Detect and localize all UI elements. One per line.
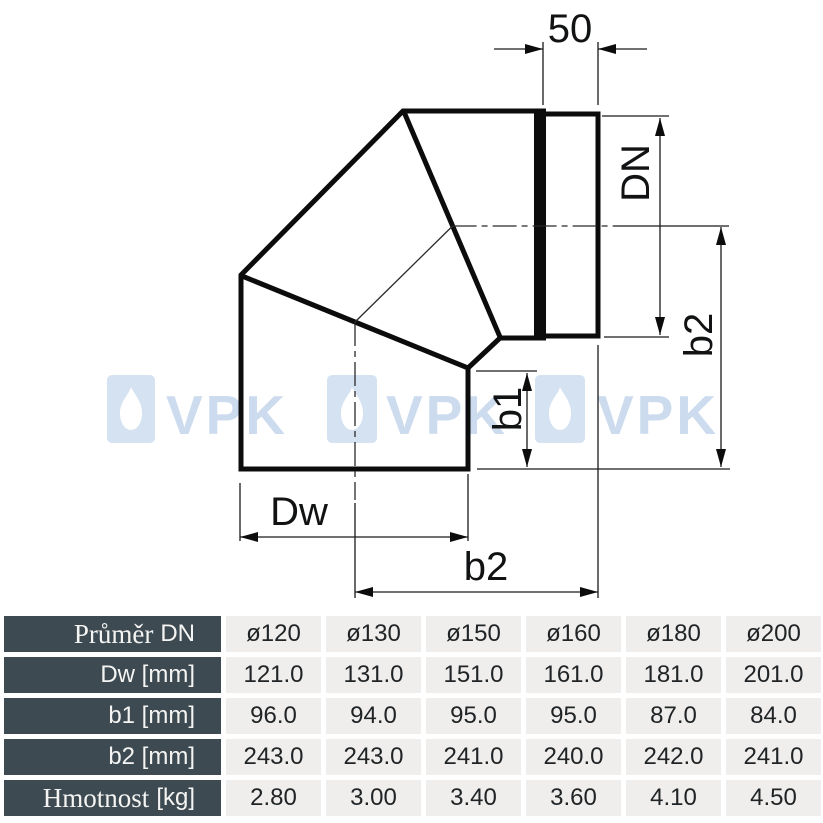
- watermark-text: VPK: [166, 384, 288, 446]
- table-cell: 87.0: [626, 698, 721, 734]
- flame-logo: [535, 375, 585, 443]
- table-cell: 95.0: [526, 698, 621, 734]
- seam-line-upper: [400, 108, 504, 341]
- row-label-hmotnost: Hmotnost [kg]: [4, 780, 221, 816]
- table-cell: 161.0: [526, 657, 621, 693]
- miter-centerline: [354, 225, 454, 323]
- spec-table: Průměr DN ø120 ø130 ø150 ø160 ø180 ø200 …: [4, 616, 821, 816]
- elbow-flange-bar: [534, 108, 546, 341]
- table-cell: ø150: [426, 616, 521, 652]
- row-label-dw: Dw [mm]: [4, 657, 221, 693]
- flame-logo: [107, 375, 155, 443]
- row-label-b1: b1 [mm]: [4, 698, 221, 734]
- table-cell: 3.40: [426, 780, 521, 816]
- watermark-row: VPK VPK VPK: [107, 375, 719, 446]
- table-cell: 241.0: [726, 739, 821, 775]
- table-cell: 181.0: [626, 657, 721, 693]
- elbow-socket-outline: [543, 111, 601, 339]
- dim-label-b1: b1: [486, 387, 530, 432]
- watermark-text: VPK: [597, 384, 719, 446]
- dim-label-b2-vertical: b2: [677, 313, 721, 358]
- row-label-prumer-dn: Průměr DN: [4, 616, 221, 652]
- row-label-b2: b2 [mm]: [4, 739, 221, 775]
- dim-label-dw: Dw: [270, 490, 328, 534]
- table-cell: 243.0: [226, 739, 321, 775]
- dim-label-socket-length: 50: [548, 7, 593, 51]
- table-cell: 4.10: [626, 780, 721, 816]
- table-cell: 4.50: [726, 780, 821, 816]
- elbow-body-outline: [238, 108, 539, 472]
- dimension-arrowheads: [240, 44, 726, 597]
- table-cell: ø180: [626, 616, 721, 652]
- row-label-text: Průměr: [73, 618, 154, 649]
- flame-logo: [327, 375, 377, 443]
- row-label-unit: b1 [mm]: [108, 702, 195, 729]
- table-cell: 243.0: [326, 739, 421, 775]
- row-label-unit: DN: [160, 620, 195, 647]
- table-cell: 95.0: [426, 698, 521, 734]
- elbow-technical-drawing: VPK VPK VPK: [107, 7, 730, 598]
- table-cell: 3.00: [326, 780, 421, 816]
- table-cell: ø160: [526, 616, 621, 652]
- table-cell: ø200: [726, 616, 821, 652]
- centerlines: [354, 225, 614, 500]
- table-cell: 2.80: [226, 780, 321, 816]
- table-cell: 201.0: [726, 657, 821, 693]
- table-cell: ø130: [326, 616, 421, 652]
- table-cell: ø120: [226, 616, 321, 652]
- table-cell: 240.0: [526, 739, 621, 775]
- table-cell: 96.0: [226, 698, 321, 734]
- row-label-unit: [kg]: [156, 784, 195, 811]
- table-cell: 84.0: [726, 698, 821, 734]
- table-cell: 94.0: [326, 698, 421, 734]
- row-label-unit: b2 [mm]: [108, 743, 195, 770]
- elbow-outline: [238, 108, 601, 472]
- table-cell: 151.0: [426, 657, 521, 693]
- row-label-text: Hmotnost: [42, 782, 150, 813]
- dim-label-b2-horizontal: b2: [464, 545, 509, 589]
- row-label-unit: Dw [mm]: [100, 661, 195, 688]
- watermark-text: VPK: [386, 384, 508, 446]
- table-cell: 131.0: [326, 657, 421, 693]
- table-cell: 121.0: [226, 657, 321, 693]
- table-cell: 242.0: [626, 739, 721, 775]
- table-cell: 241.0: [426, 739, 521, 775]
- table-cell: 3.60: [526, 780, 621, 816]
- dim-label-dn: DN: [614, 144, 658, 202]
